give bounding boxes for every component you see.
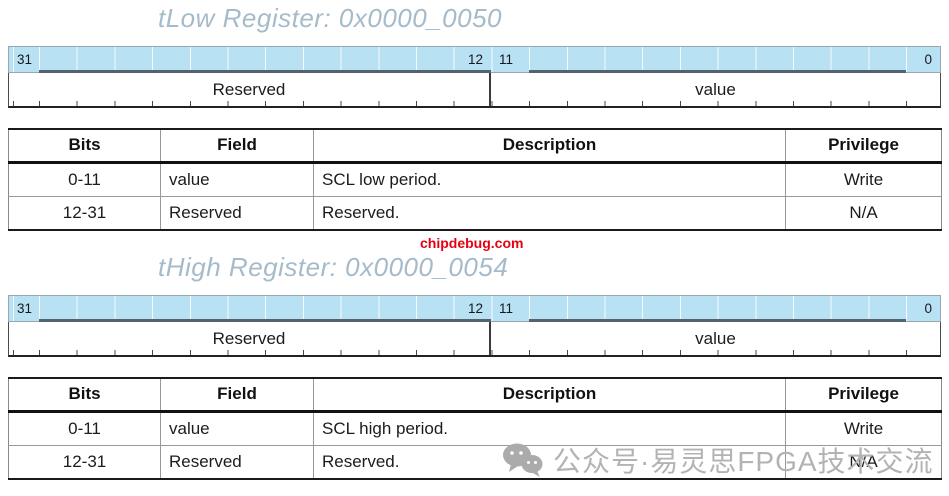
- column-header-bits: Bits: [8, 378, 161, 413]
- table-row: 0-11 value SCL high period. Write: [9, 411, 942, 445]
- bit-index-12: 12: [467, 52, 483, 67]
- column-header-field: Field: [160, 129, 314, 164]
- cell-field: value: [160, 411, 314, 445]
- cell-description: SCL low period.: [313, 162, 786, 196]
- cell-field: Reserved: [160, 195, 314, 230]
- cell-privilege: Write: [785, 411, 942, 445]
- register-table-tlow: Bits Field Description Privilege 0-11 va…: [8, 128, 942, 231]
- table-row: 0-11 value SCL low period. Write: [9, 162, 942, 196]
- bitfield-shadow: [529, 319, 906, 322]
- bitfield-shadow: [39, 319, 491, 322]
- bitfield-fields-row: Reserved value: [8, 73, 941, 108]
- cell-privilege: Write: [785, 162, 942, 196]
- table-header-row: Bits Field Description Privilege: [8, 129, 942, 164]
- cell-bits: 0-11: [68, 418, 101, 438]
- bitfield-shadow: [529, 70, 906, 73]
- table-row: 12-31 Reserved Reserved. N/A: [8, 195, 942, 230]
- bit-index-12: 12: [467, 301, 483, 316]
- bitfield-diagram-tlow: 31 12 11 0 Reserved value: [8, 46, 941, 108]
- column-header-description: Description: [313, 129, 786, 164]
- column-header-field: Field: [160, 378, 314, 413]
- cell-field: value: [160, 162, 314, 196]
- cell-privilege: N/A: [785, 195, 942, 230]
- cell-description: Reserved.: [313, 195, 786, 230]
- table-header-row: Bits Field Description Privilege: [8, 378, 942, 413]
- column-header-bits: Bits: [8, 129, 161, 164]
- bit-index-11: 11: [499, 301, 514, 316]
- bitfield-diagram-thigh: 31 12 11 0 Reserved value: [8, 295, 941, 357]
- bitfield-value-field: value: [695, 328, 736, 348]
- page-title-thigh: tHigh Register: 0x0000_0054: [158, 252, 509, 282]
- bitfield-header-high-section: 31 12: [9, 47, 491, 72]
- bitfield-reserved-field: Reserved: [9, 73, 491, 106]
- register-table-thigh: Bits Field Description Privilege 0-11 va…: [8, 377, 942, 480]
- table-row: 12-31 Reserved Reserved. N/A: [8, 444, 942, 479]
- bit-index-msb: 31: [17, 301, 33, 316]
- bit-index-lsb: 0: [924, 301, 932, 316]
- bitfield-header-low-section: 11 0: [491, 296, 940, 321]
- cell-bits: 12-31: [8, 444, 161, 479]
- cell-bits: 12-31: [8, 195, 161, 230]
- column-header-description: Description: [313, 378, 786, 413]
- chipdebug-watermark: chipdebug.com: [420, 235, 524, 251]
- bitfield-value-field: value: [695, 79, 736, 99]
- bitfield-fields-row: Reserved value: [8, 322, 941, 357]
- bit-index-lsb: 0: [924, 52, 932, 67]
- column-header-privilege: Privilege: [785, 378, 942, 413]
- bit-index-msb: 31: [17, 52, 33, 67]
- cell-description: Reserved.: [313, 444, 786, 479]
- bitfield-header: 31 12 11 0: [8, 295, 941, 322]
- cell-field: Reserved: [160, 444, 314, 479]
- column-header-privilege: Privilege: [785, 129, 942, 164]
- bitfield-shadow: [39, 70, 491, 73]
- bit-tick-marks: [9, 350, 940, 355]
- cell-description: SCL high period.: [313, 411, 786, 445]
- page-title-tlow: tLow Register: 0x0000_0050: [158, 3, 503, 33]
- cell-bits: 0-11: [68, 169, 101, 189]
- bitfield-header-low-section: 11 0: [491, 47, 940, 72]
- bitfield-header: 31 12 11 0: [8, 46, 941, 73]
- cell-privilege: N/A: [785, 444, 942, 479]
- bit-tick-marks: [9, 101, 940, 106]
- bit-index-11: 11: [499, 52, 514, 67]
- bitfield-reserved-field: Reserved: [9, 322, 491, 355]
- bitfield-header-high-section: 31 12: [9, 296, 491, 321]
